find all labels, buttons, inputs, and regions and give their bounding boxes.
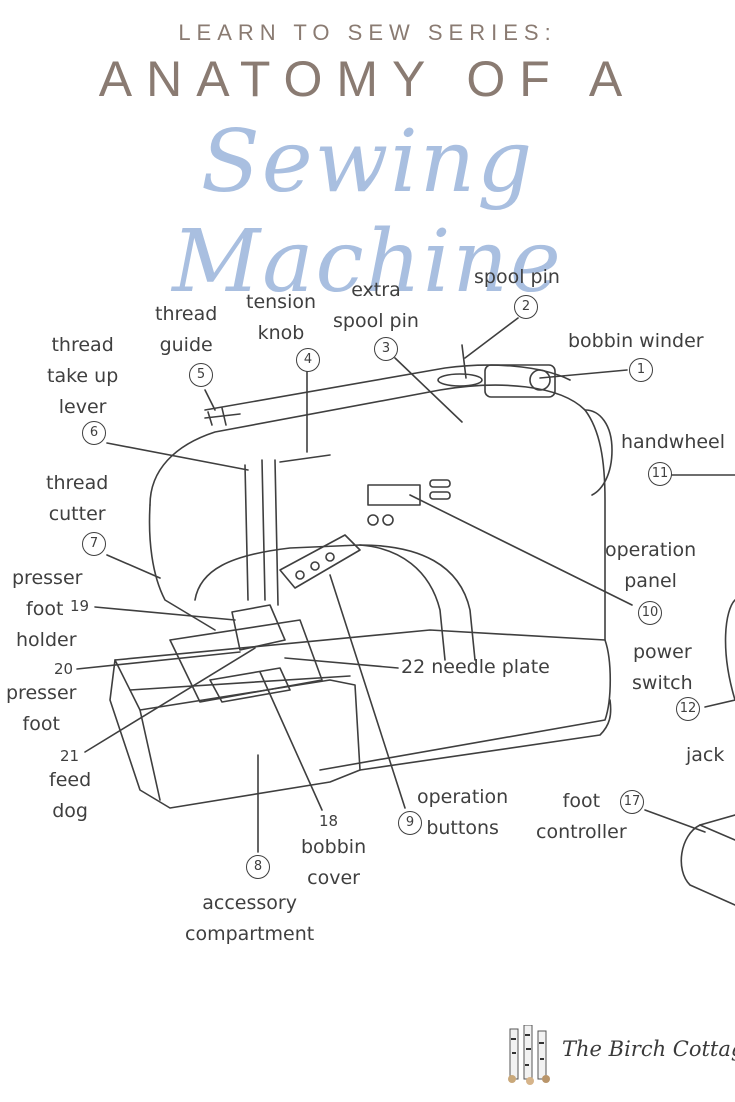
op-button-1	[295, 570, 305, 580]
number-6: 6	[82, 421, 106, 445]
number-8: 8	[246, 855, 270, 879]
winder-wheel	[529, 369, 551, 391]
number-3: 3	[374, 337, 398, 361]
thread-guide-shape	[204, 407, 241, 426]
label-handwheel: handwheel	[621, 431, 726, 453]
machine-base-front	[109, 659, 361, 809]
foot-controller-top	[699, 824, 735, 841]
number-10: 10	[638, 601, 662, 625]
presser-foot-shape	[231, 604, 286, 651]
base-right	[359, 699, 612, 771]
brand-logo: The Birch Cottage	[500, 1024, 735, 1085]
machine-throat-inner	[359, 544, 446, 661]
number-19: 19	[70, 597, 90, 615]
leader-take-up	[106, 442, 249, 471]
number-12: 12	[676, 697, 700, 721]
number-17: 17	[620, 790, 644, 814]
label-needle-plate: 22 needle plate	[401, 656, 550, 678]
number-7: 7	[82, 532, 106, 556]
label-bobbin-winder: bobbin winder	[568, 330, 704, 352]
leader-feed-dog	[84, 647, 256, 753]
logo-text: The Birch Cottage	[562, 1037, 735, 1061]
machine-throat	[194, 544, 476, 661]
display-button-a	[429, 479, 451, 488]
button-panel	[279, 534, 361, 589]
series-label: LEARN TO SEW SERIES:	[178, 20, 557, 45]
leader-power-switch	[704, 699, 735, 708]
leader-foot-controller	[644, 809, 706, 833]
machine-base-top	[114, 629, 612, 771]
number-1: 1	[629, 358, 653, 382]
label-spool-pin: spool pin	[474, 266, 560, 288]
lcd-display	[367, 484, 421, 506]
leader-bobbin-cover	[259, 671, 323, 811]
op-button-2	[310, 561, 320, 571]
free-arm-front	[139, 709, 161, 801]
foot-controller-body	[680, 814, 735, 906]
dial-a	[367, 514, 379, 526]
header: LEARN TO SEW SERIES: ANATOMY OF A Sewing…	[0, 0, 735, 312]
free-arm-lid	[129, 675, 351, 691]
number-5: 5	[189, 363, 213, 387]
number-18: 18	[319, 812, 339, 830]
bobbin-cover-shape	[209, 667, 291, 703]
machine-top-arm	[149, 384, 606, 641]
leader-spool-pin	[464, 317, 519, 359]
op-button-3	[325, 552, 335, 562]
number-11: 11	[648, 462, 672, 486]
dial-b	[382, 514, 394, 526]
leader-operation-buttons	[329, 574, 406, 809]
leader-operation-panel	[409, 494, 633, 606]
leader-needle-plate	[284, 657, 399, 669]
number-9: 9	[398, 811, 422, 835]
needle-plate-area	[169, 619, 323, 703]
tension-dial	[279, 454, 331, 463]
display-button-b	[429, 491, 451, 500]
leader-thread-guide	[204, 389, 216, 411]
spool-base	[437, 373, 483, 387]
number-20: 20	[54, 660, 74, 678]
leader-bobbin-winder	[539, 369, 628, 379]
leader-presser-holder	[94, 606, 236, 621]
needle-bar	[244, 459, 279, 606]
number-21: 21	[60, 747, 80, 765]
machine-head-front	[148, 504, 216, 631]
page-title: ANATOMY OF A	[98, 51, 637, 107]
leader-thread-cutter	[106, 554, 161, 579]
machine-top-edge	[204, 364, 571, 411]
leader-extra-spool-pin	[394, 357, 463, 423]
script-title: Sewing Machine	[172, 112, 563, 312]
spool-pin-rod	[461, 344, 467, 379]
bobbin-winder-shape	[484, 364, 556, 398]
number-2: 2	[514, 295, 538, 319]
leader-presser-foot	[76, 651, 241, 670]
handwheel-shape	[584, 409, 613, 496]
number-4: 4	[296, 348, 320, 372]
power-cord-part	[724, 599, 735, 701]
birch-trees-icon	[508, 1024, 550, 1085]
label-jack: jack	[686, 744, 725, 766]
